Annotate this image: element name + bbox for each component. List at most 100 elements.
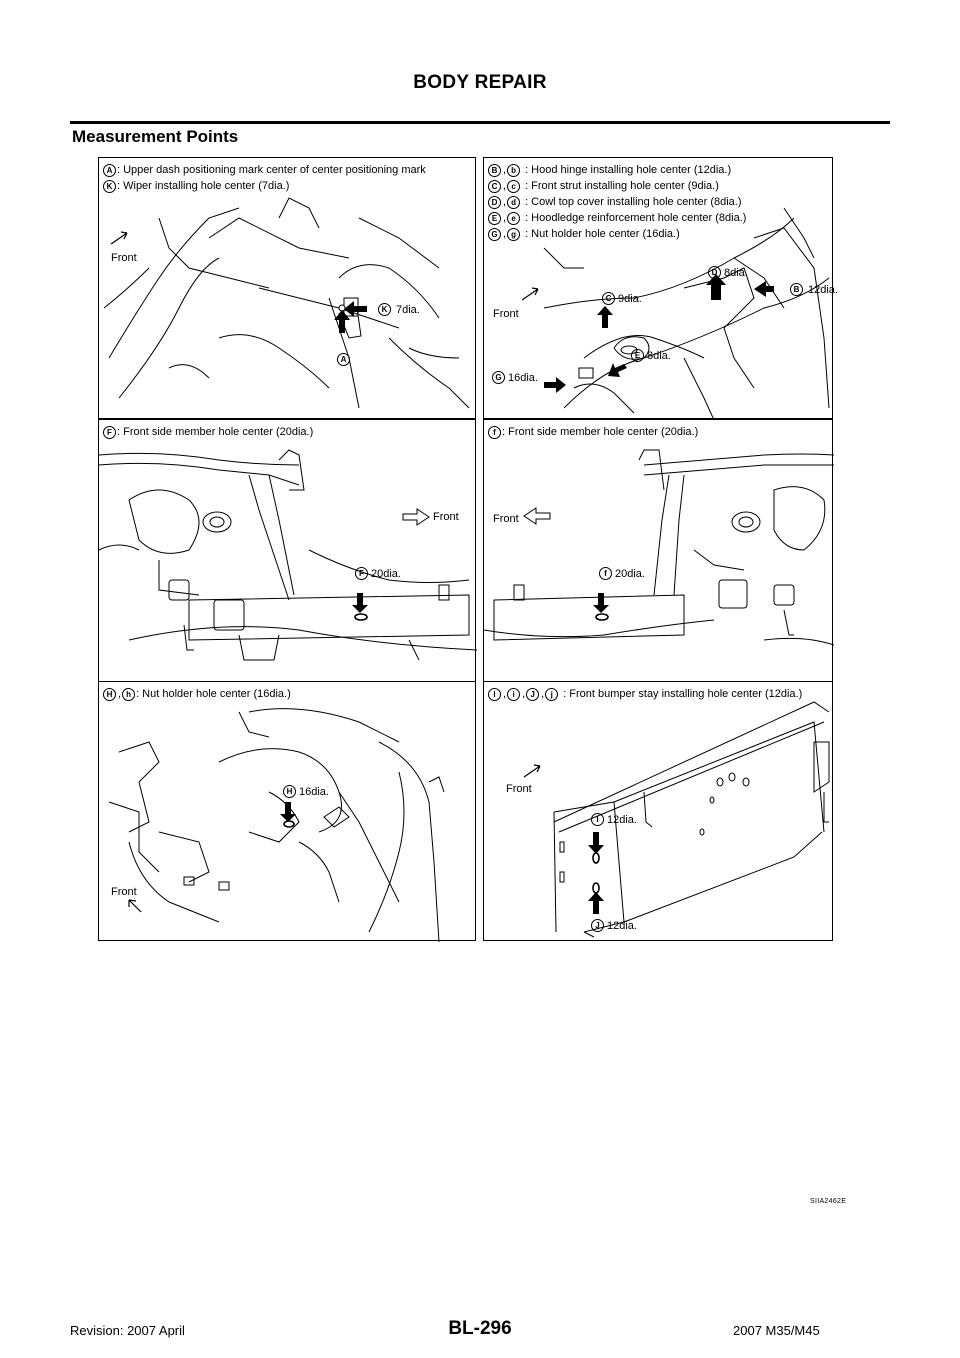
mark-circle: A xyxy=(103,163,116,177)
legend-line: G, g : Nut holder hole center (16dia.) xyxy=(488,226,746,242)
mark-circle: h xyxy=(122,687,136,701)
mark-circle: c xyxy=(507,179,521,193)
mark-circle: e xyxy=(507,211,521,225)
mark-circle: d xyxy=(507,195,521,209)
footer-page-number: BL-296 xyxy=(448,1318,512,1339)
footer-model: 2007 M35/M45 xyxy=(733,1323,820,1338)
measurement-figure: A : Upper dash positioning mark center o… xyxy=(98,157,838,943)
front-label: Front xyxy=(493,513,519,525)
footer-revision: Revision: 2007 April xyxy=(70,1323,185,1338)
front-label: Front xyxy=(506,783,532,795)
mark-circle: E xyxy=(631,349,644,362)
legend-text: : Hood hinge installing hole center (12d… xyxy=(525,164,732,176)
panel-front-side-member-right-legend: f : Front side member hole center (20dia… xyxy=(488,424,698,440)
mark-circle: D xyxy=(488,195,501,209)
callout-text: 12dia. xyxy=(607,919,637,932)
section-title: Measurement Points xyxy=(72,127,239,146)
header-rule xyxy=(70,121,890,124)
front-label: Front xyxy=(111,252,137,264)
callout-g: G 16dia. xyxy=(492,371,538,384)
mark-circle: H xyxy=(103,687,116,701)
mark-circle: H xyxy=(283,785,296,798)
front-label: Front xyxy=(493,308,519,320)
callout-a: A xyxy=(337,353,351,366)
callout-text: 7dia. xyxy=(396,303,420,316)
mark-circle: b xyxy=(507,163,521,177)
legend-line: D, d : Cowl top cover installing hole ce… xyxy=(488,194,746,210)
legend-text: : Nut holder hole center (16dia.) xyxy=(136,688,291,700)
mark-circle: K xyxy=(103,179,116,193)
legend-line: F : Front side member hole center (20dia… xyxy=(103,424,313,440)
legend-line: K : Wiper installing hole center (7dia.) xyxy=(103,178,426,194)
panel-front-bumper-stay-illustration xyxy=(523,701,830,938)
callout-f-lower: f 20dia. xyxy=(599,567,645,580)
front-label: Front xyxy=(111,886,137,898)
legend-text: : Front side member hole center (20dia.) xyxy=(117,426,314,438)
panel-front-bumper-stay: I, i, J, j : Front bumper stay installin… xyxy=(483,681,833,941)
mark-circle: B xyxy=(790,283,803,296)
callout-text: 20dia. xyxy=(615,567,645,580)
legend-line: C, c : Front strut installing hole cente… xyxy=(488,178,746,194)
callout-k: K 7dia. xyxy=(378,303,420,316)
panel-nut-holder: H, h : Nut holder hole center (16dia.) F… xyxy=(98,681,476,943)
panel-upper-dash: A : Upper dash positioning mark center o… xyxy=(98,157,476,419)
panel-upper-dash-illustration xyxy=(103,197,470,409)
legend-line: A : Upper dash positioning mark center o… xyxy=(103,162,426,178)
mark-circle: C xyxy=(602,292,615,305)
panel-hood-hinge: B, b : Hood hinge installing hole center… xyxy=(483,157,838,421)
callout-text: 12dia. xyxy=(607,813,637,826)
mark-circle: G xyxy=(488,227,501,241)
panel-upper-dash-legend: A : Upper dash positioning mark center o… xyxy=(103,162,426,194)
mark-circle: K xyxy=(378,303,391,316)
mark-circle: G xyxy=(492,371,505,384)
mark-circle: f xyxy=(488,425,501,439)
panel-nut-holder-illustration xyxy=(108,708,445,943)
legend-text: : Cowl top cover installing hole center … xyxy=(525,196,742,208)
panel-hood-hinge-legend: B, b : Hood hinge installing hole center… xyxy=(488,162,746,242)
legend-text: : Nut holder hole center (16dia.) xyxy=(525,228,680,240)
panel-nut-holder-legend: H, h : Nut holder hole center (16dia.) xyxy=(103,686,291,702)
mark-circle: f xyxy=(599,567,612,580)
mark-circle: F xyxy=(355,567,368,580)
callout-text: 20dia. xyxy=(371,567,401,580)
callout-text: 12dia. xyxy=(808,283,838,296)
legend-text: : Upper dash positioning mark center of … xyxy=(117,164,426,176)
mark-circle: D xyxy=(708,266,721,279)
callout-i: I 12dia. xyxy=(591,813,637,826)
front-label: Front xyxy=(433,511,459,523)
mark-circle: J xyxy=(526,687,540,701)
panel-front-side-member-left-legend: F : Front side member hole center (20dia… xyxy=(103,424,313,440)
mark-circle: j xyxy=(545,687,559,701)
panel-front-side-member-right: f : Front side member hole center (20dia… xyxy=(483,419,835,684)
mark-circle: B xyxy=(488,163,501,177)
callout-text: 8dia. xyxy=(647,349,671,362)
legend-text: : Hoodledge reinforcement hole center (8… xyxy=(525,212,747,224)
legend-line: f : Front side member hole center (20dia… xyxy=(488,424,698,440)
mark-circle: F xyxy=(103,425,116,439)
mark-circle: I xyxy=(591,813,604,826)
callout-c: C 9dia. xyxy=(602,292,642,305)
panel-front-side-member-left: F : Front side member hole center (20dia… xyxy=(98,419,478,684)
callout-b: B 12dia. xyxy=(790,283,838,296)
mark-circle: E xyxy=(488,211,501,225)
callout-text: 8dia. xyxy=(724,266,748,279)
mark-circle: i xyxy=(507,687,521,701)
callout-f-upper: F 20dia. xyxy=(355,567,401,580)
mark-circle: A xyxy=(337,353,350,366)
legend-line: I, i, J, j : Front bumper stay installin… xyxy=(488,686,802,702)
legend-text: : Front side member hole center (20dia.) xyxy=(502,426,699,438)
callout-e: E 8dia. xyxy=(631,349,671,362)
callout-text: 9dia. xyxy=(618,292,642,305)
mark-circle: I xyxy=(488,687,501,701)
mark-circle: C xyxy=(488,179,501,193)
legend-text: : Wiper installing hole center (7dia.) xyxy=(117,180,290,192)
legend-line: E, e : Hoodledge reinforcement hole cent… xyxy=(488,210,746,226)
panel-hood-hinge-illustration xyxy=(521,207,830,421)
legend-text: : Front strut installing hole center (9d… xyxy=(525,180,719,192)
legend-line: B, b : Hood hinge installing hole center… xyxy=(488,162,746,178)
callout-h: H 16dia. xyxy=(283,785,329,798)
callout-text: 16dia. xyxy=(508,371,538,384)
callout-text: 16dia. xyxy=(299,785,329,798)
legend-line: H, h : Nut holder hole center (16dia.) xyxy=(103,686,291,702)
mark-circle: J xyxy=(591,919,604,932)
